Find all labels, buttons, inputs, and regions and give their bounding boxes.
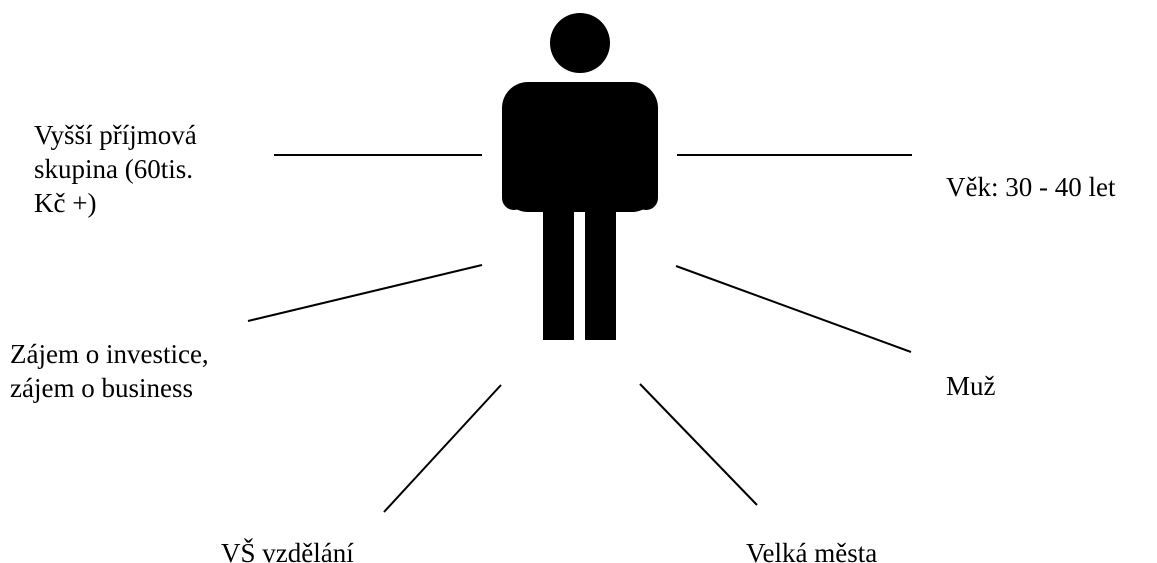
income-label-line-2: skupina (60tis. [34, 154, 193, 184]
cities-label-text: Velká města [746, 538, 878, 563]
connector-line-interest [247, 264, 483, 322]
gender-label: Muž [946, 369, 996, 403]
interest-label: Zájem o investice, zájem o business [10, 337, 209, 405]
connector-line-cities [639, 383, 758, 506]
interest-label-line-1: Zájem o investice, [10, 339, 209, 369]
income-label-line-3: Kč +) [34, 188, 97, 218]
income-label: Vyšší příjmová skupina (60tis. Kč +) [34, 118, 197, 220]
education-label: VŠ vzdělání [221, 536, 354, 563]
age-label-text: Věk: 30 - 40 let [946, 172, 1116, 202]
person-icon [502, 13, 658, 340]
income-label-line-1: Vyšší příjmová [34, 120, 197, 150]
gender-label-text: Muž [946, 371, 996, 401]
education-label-text: VŠ vzdělání [221, 538, 354, 563]
cities-label: Velká města [746, 536, 877, 563]
interest-label-line-2: zájem o business [10, 373, 193, 403]
connector-line-gender [675, 265, 912, 353]
connector-line-education [383, 384, 502, 513]
age-label: Věk: 30 - 40 let [946, 170, 1115, 204]
